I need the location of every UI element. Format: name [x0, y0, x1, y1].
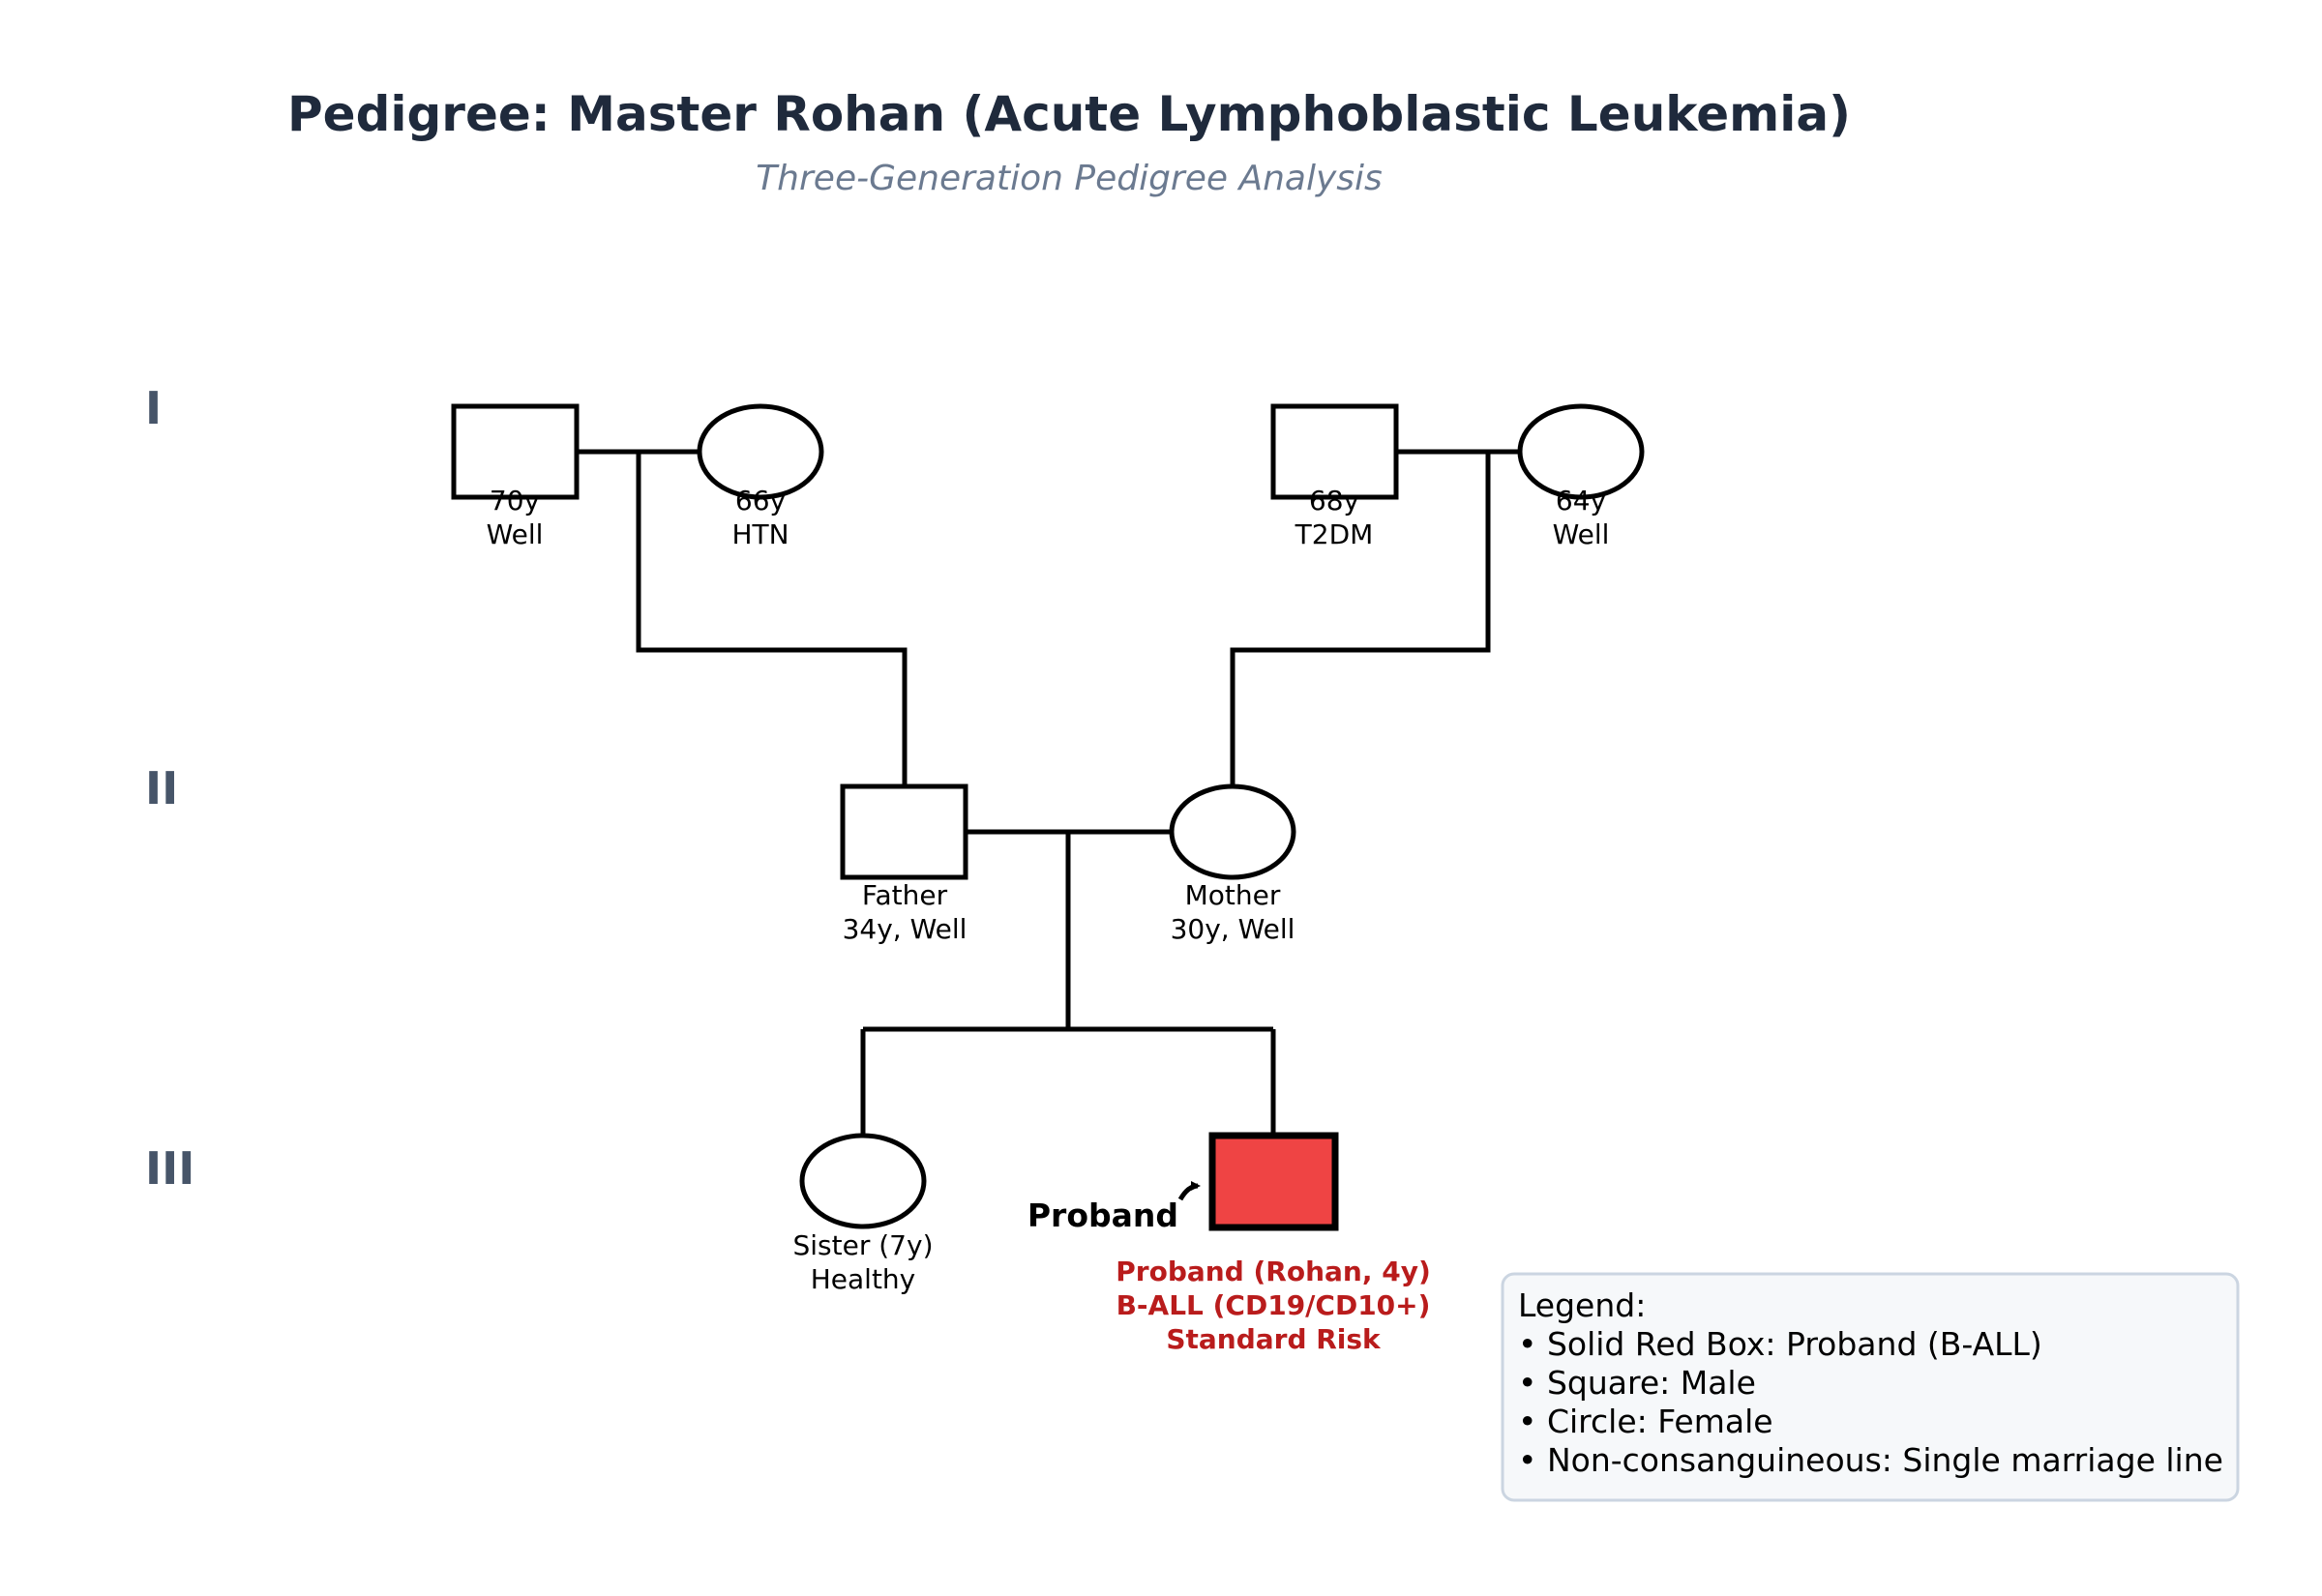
paternal-grandfather-label-line-1: 70y — [490, 485, 540, 517]
maternal-grandmother-label-line-2: Well — [1553, 518, 1610, 550]
paternal-grandmother-label-line-2: HTN — [731, 518, 789, 550]
legend-item-square: • Square: Male — [1518, 1364, 1756, 1402]
proband-arrow-icon — [1177, 1181, 1201, 1201]
pedigree-connectors — [577, 449, 1520, 1136]
father-label-line-1: Father — [862, 879, 948, 911]
proband-label-line-2: B-ALL (CD19/CD10+) — [1116, 1289, 1431, 1321]
mother-label-line-1: Mother — [1185, 879, 1281, 911]
page-subtitle: Three-Generation Pedigree Analysis — [756, 159, 1383, 198]
paternal-grandmother-symbol — [697, 403, 824, 500]
maternal-grandmother-symbol — [1517, 403, 1645, 500]
maternal-grandmother-label-line-1: 64y — [1556, 485, 1606, 517]
legend: Legend: • Solid Red Box: Proband (B-ALL)… — [1501, 1272, 2240, 1502]
paternal-grandmother-label-line-1: 66y — [735, 485, 786, 517]
legend-box — [1501, 1272, 2240, 1502]
maternal-grandfather-label-line-2: T2DM — [1295, 518, 1374, 550]
proband-symbol — [1208, 1132, 1339, 1231]
descent-line-paternal — [636, 452, 908, 786]
legend-item-circle: • Circle: Female — [1518, 1403, 1773, 1440]
proband-marker: Proband — [1027, 1197, 1178, 1234]
legend-item-marriage-line: • Non-consanguineous: Single marriage li… — [1518, 1441, 2223, 1479]
mother-symbol — [1169, 783, 1296, 880]
page-title: Pedigree: Master Rohan (Acute Lymphoblas… — [287, 86, 1851, 142]
mother-label-line-2: 30y, Well — [1171, 913, 1295, 945]
generation-label-i: I — [145, 382, 162, 434]
proband-label-line-3: Standard Risk — [1166, 1323, 1382, 1355]
generation-label-ii: II — [145, 762, 178, 814]
paternal-grandfather-symbol — [451, 403, 580, 500]
descent-line-maternal — [1230, 452, 1491, 786]
sister-symbol — [799, 1133, 927, 1229]
sister-label-line-2: Healthy — [811, 1263, 916, 1295]
legend-title: Legend: — [1518, 1286, 1646, 1324]
father-label-line-2: 34y, Well — [843, 913, 968, 945]
father-symbol — [840, 783, 968, 880]
generation-label-iii: III — [145, 1142, 194, 1195]
maternal-grandfather-label-line-1: 68y — [1309, 485, 1359, 517]
proband-label-line-1: Proband (Rohan, 4y) — [1116, 1256, 1431, 1287]
sister-label-line-1: Sister (7y) — [793, 1229, 934, 1261]
paternal-grandfather-label-line-2: Well — [487, 518, 544, 550]
maternal-grandfather-symbol — [1270, 403, 1399, 500]
legend-item-proband: • Solid Red Box: Proband (B-ALL) — [1518, 1325, 2042, 1363]
